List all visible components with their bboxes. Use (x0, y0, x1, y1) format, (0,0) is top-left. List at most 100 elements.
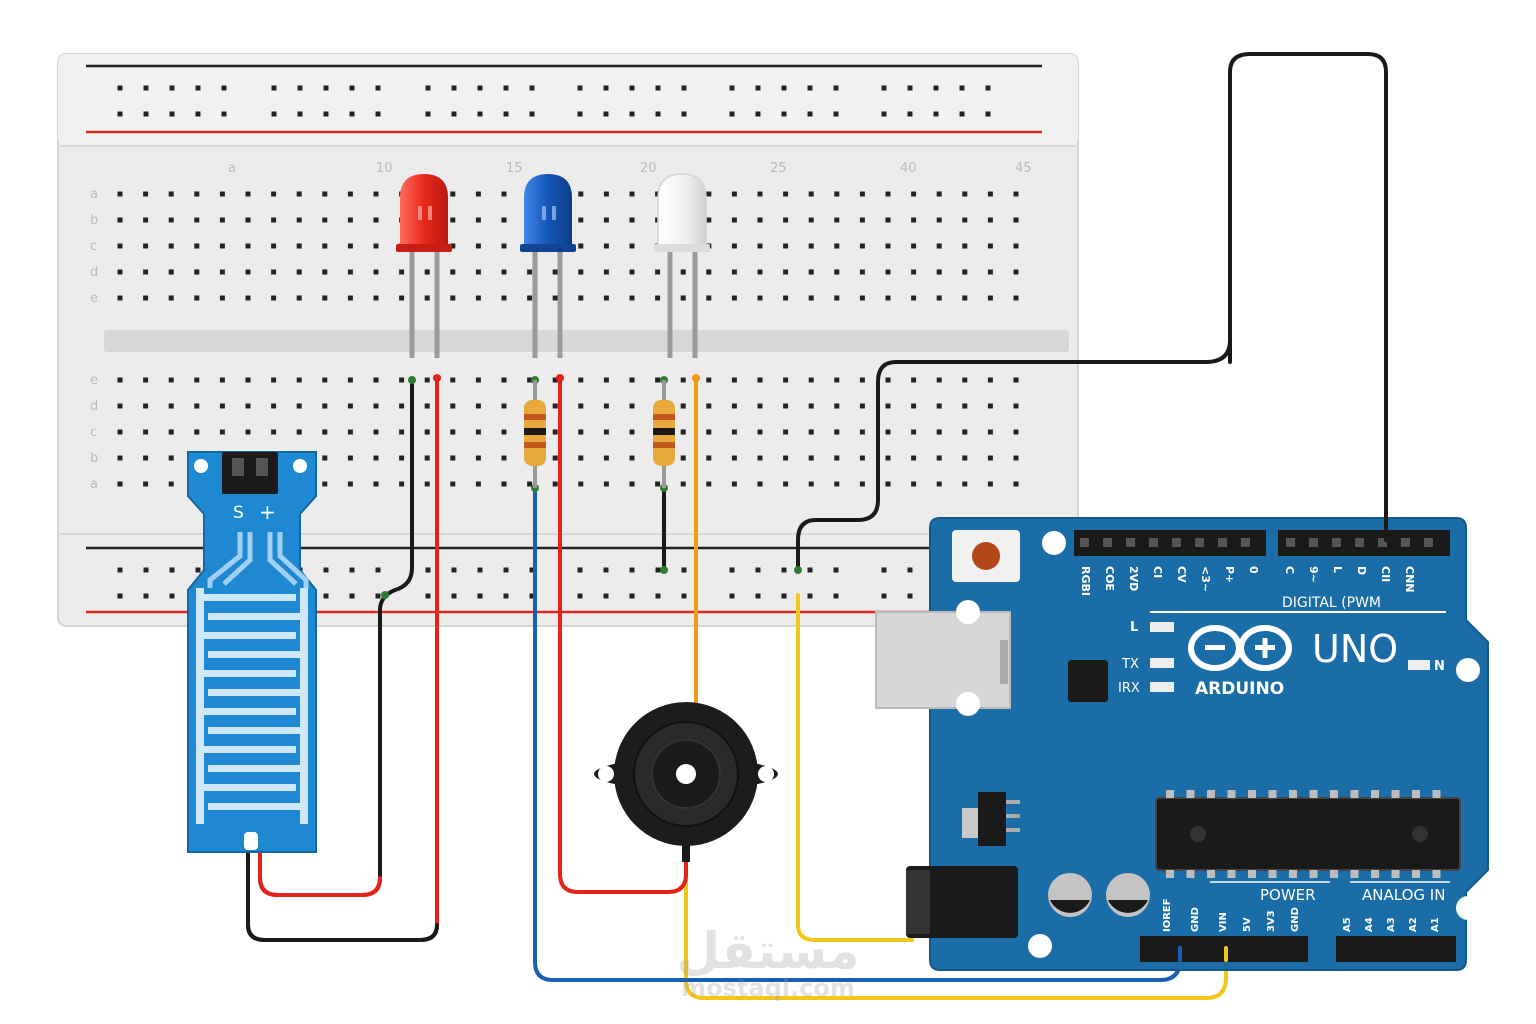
hole (475, 243, 481, 249)
hole (578, 429, 584, 435)
hole (680, 377, 686, 383)
hole (552, 455, 558, 461)
hole (603, 295, 609, 301)
pin-label: A1 (1430, 917, 1441, 932)
hole (578, 243, 584, 249)
sensor-pin-s-label: S (233, 503, 244, 523)
header-pin (1241, 538, 1250, 547)
hole (527, 295, 533, 301)
chip-pin (1166, 870, 1174, 878)
wire-gnd-to-rail (796, 338, 1232, 572)
chip-pin (1350, 870, 1359, 878)
hole (143, 217, 149, 223)
hole (271, 243, 277, 249)
hole (169, 85, 175, 91)
hole (373, 481, 379, 487)
hole (962, 429, 968, 435)
chip-pin (1350, 790, 1359, 798)
chip-pin (1207, 870, 1215, 878)
row-label: d (90, 265, 98, 280)
hole (475, 295, 481, 301)
chip-pin (1207, 790, 1215, 798)
hole (859, 217, 865, 223)
hole (450, 455, 456, 461)
hole (399, 429, 405, 435)
pin-label: 0 (1247, 566, 1260, 574)
hole (475, 403, 481, 409)
comb-finger (208, 727, 308, 734)
hole (706, 377, 712, 383)
hole (629, 403, 635, 409)
hole (783, 191, 789, 197)
hole (322, 191, 328, 197)
hole (706, 191, 712, 197)
hole (578, 217, 584, 223)
hole (349, 593, 355, 599)
chip-pin (1248, 790, 1256, 798)
hole (117, 191, 123, 197)
hole (527, 269, 533, 275)
hole (911, 403, 917, 409)
hole (757, 429, 763, 435)
hole (577, 593, 583, 599)
hole (323, 567, 329, 573)
atmega-chip (1155, 797, 1461, 871)
arduino-model-text: UNO (1312, 627, 1398, 671)
hole (501, 191, 507, 197)
hole (347, 243, 353, 249)
hole (169, 567, 175, 573)
watermark-arabic: مستقل (677, 922, 860, 980)
hole (1013, 191, 1019, 197)
hole (629, 429, 635, 435)
hole (296, 269, 302, 275)
wire-blue-led (533, 486, 1182, 982)
chip-pin (1227, 870, 1236, 878)
hole (373, 243, 379, 249)
hole (245, 243, 251, 249)
arduino-logo-icon (1188, 625, 1292, 671)
hole (781, 567, 787, 573)
chip-pin (1289, 870, 1297, 878)
hole (808, 295, 814, 301)
hole (885, 191, 891, 197)
hole (501, 455, 507, 461)
hole (552, 403, 558, 409)
hole (757, 191, 763, 197)
hole (219, 191, 225, 197)
hole (450, 481, 456, 487)
hole (475, 191, 481, 197)
hole (219, 269, 225, 275)
hole (578, 295, 584, 301)
hole (424, 295, 430, 301)
hole (987, 403, 993, 409)
hole (503, 111, 509, 117)
comb-rail (196, 588, 204, 824)
hole (757, 481, 763, 487)
hole (297, 111, 303, 117)
piezo-buzzer (594, 702, 778, 862)
hole (245, 377, 251, 383)
hole (245, 403, 251, 409)
wire-yellow-buzzer (684, 868, 1228, 1000)
hole (655, 85, 661, 91)
column-label: 15 (506, 161, 523, 176)
hole (577, 85, 583, 91)
hole (987, 269, 993, 275)
hole (936, 217, 942, 223)
hole (755, 567, 761, 573)
hole (424, 429, 430, 435)
hole (117, 217, 123, 223)
chip-pin (1330, 870, 1338, 878)
hole (271, 217, 277, 223)
led-red (396, 174, 452, 358)
sensor-traces (207, 532, 309, 588)
chip-pin (1432, 790, 1441, 798)
led-l (1150, 622, 1174, 632)
pin-label: A4 (1364, 917, 1375, 932)
hole (706, 403, 712, 409)
hole (681, 567, 687, 573)
hole (194, 377, 200, 383)
hole (731, 217, 737, 223)
hole (501, 217, 507, 223)
